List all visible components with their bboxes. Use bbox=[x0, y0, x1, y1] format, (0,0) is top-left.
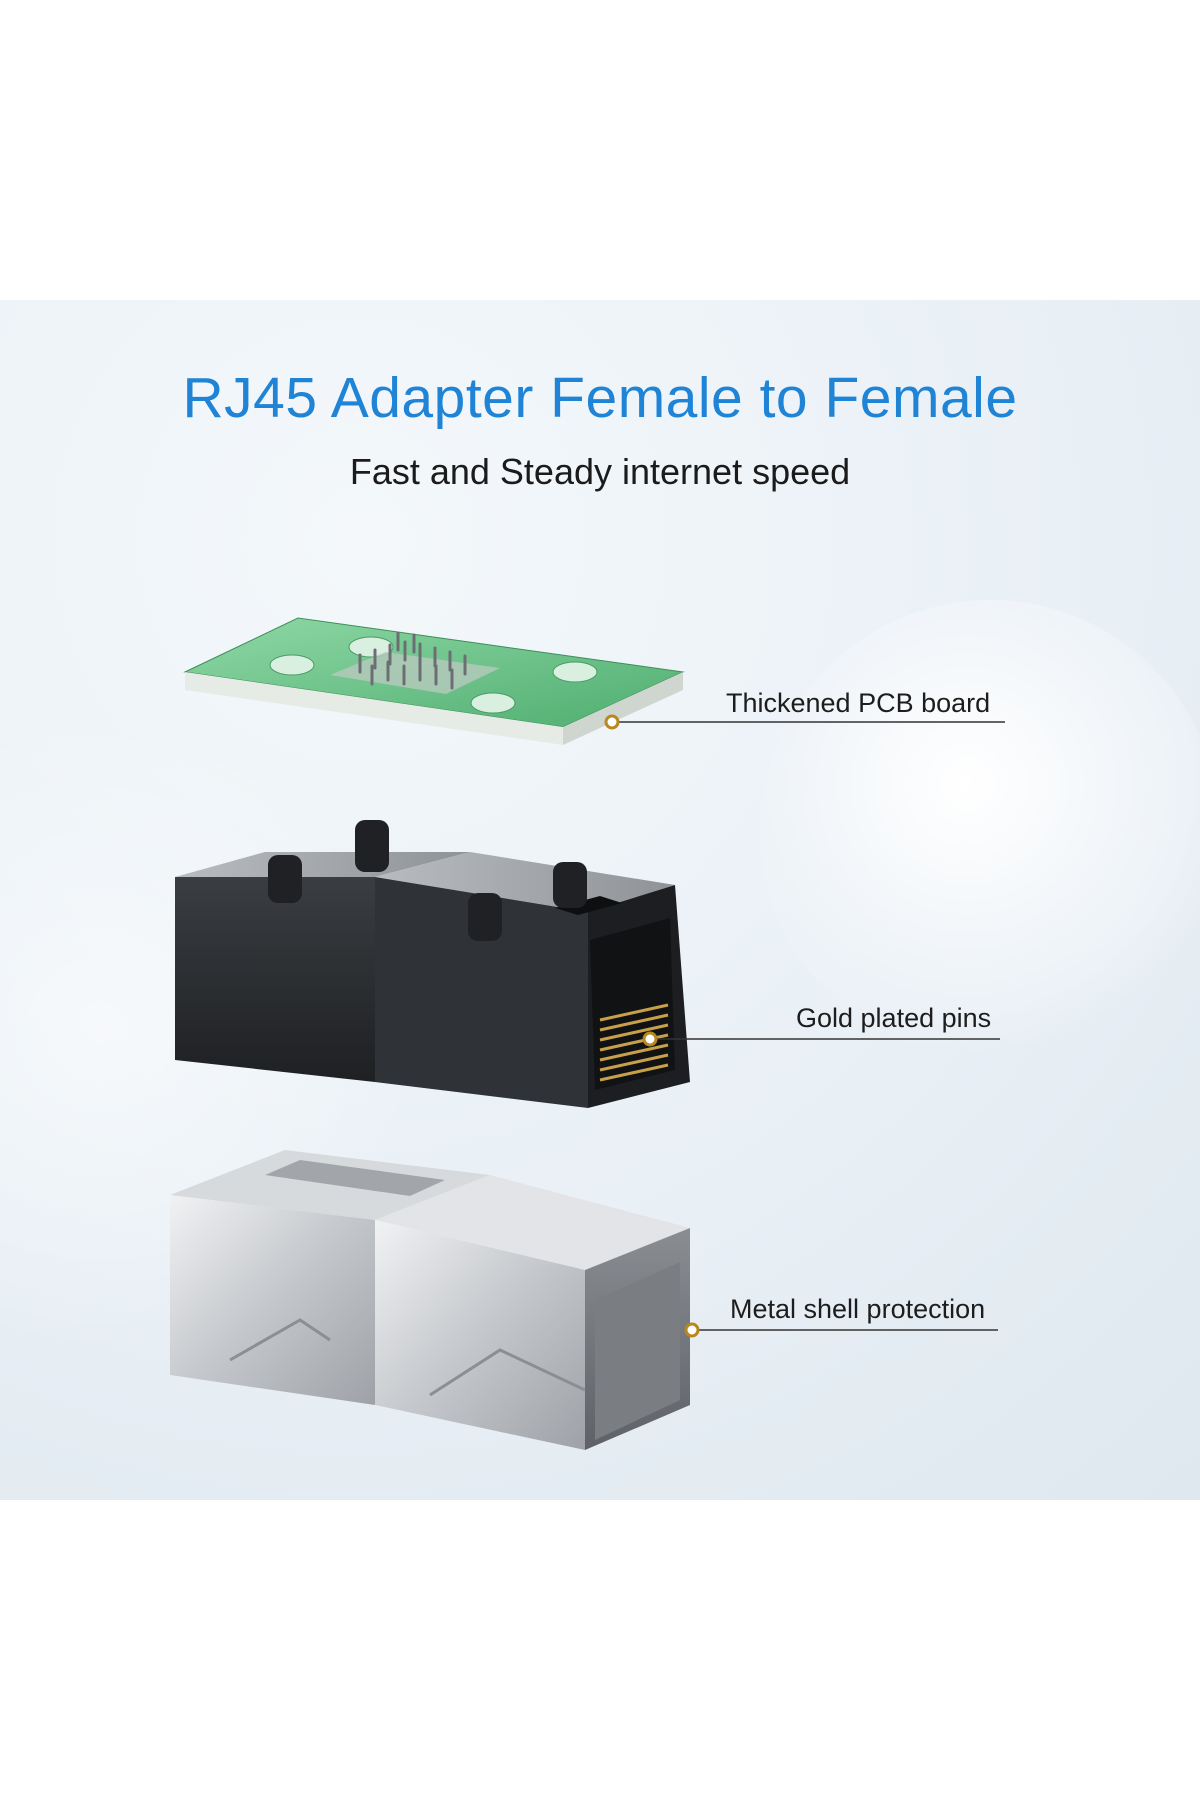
callout-dots bbox=[604, 714, 700, 1338]
background-glow bbox=[760, 600, 1200, 1060]
gold-pins bbox=[599, 1003, 669, 1082]
callout-leaders bbox=[612, 721, 1005, 1331]
callout-gold-pins: Gold plated pins bbox=[796, 1003, 992, 1033]
callout-pcb-board: Thickened PCB board bbox=[726, 688, 991, 718]
page-title: RJ45 Adapter Female to Female bbox=[182, 366, 1018, 430]
pcb-board bbox=[183, 617, 685, 745]
metal-shell bbox=[170, 1150, 690, 1450]
black-housing bbox=[175, 820, 690, 1108]
callout-metal-shell: Metal shell protection bbox=[730, 1294, 986, 1324]
pcb-pins bbox=[358, 631, 467, 690]
mounting-posts bbox=[268, 820, 587, 941]
page-subtitle: Fast and Steady internet speed bbox=[349, 451, 851, 492]
